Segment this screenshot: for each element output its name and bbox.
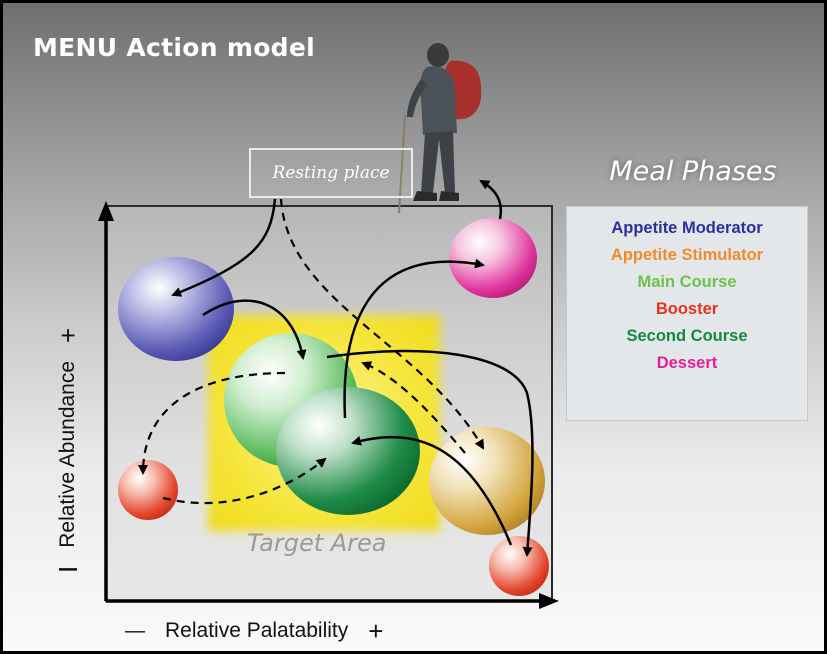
legend-item-appetite-moderator: Appetite Moderator [611,219,763,237]
legend-item-second-course: Second Course [626,327,748,345]
booster-sphere-left [118,460,178,520]
meal-phases-title: Meal Phases [609,156,777,187]
appetite-moderator-sphere [118,257,234,361]
x-axis-arrowhead [539,593,559,609]
x-axis-minus: — [125,619,145,642]
dashed-arrow-booster-to-second [162,457,327,505]
legend-item-booster: Booster [655,300,719,318]
arrow-booster-to-second [351,435,513,546]
dashed-arrow-stimulator-to-main [361,361,466,454]
resting-place-label: Resting place [272,163,390,183]
dessert-sphere [449,218,537,298]
y-axis-minus: I [52,565,83,573]
legend-item-dessert: Dessert [656,354,718,372]
resting-place-box: Resting place [249,148,413,198]
x-axis-plus: + [368,615,384,646]
appetite-stimulator-sphere [429,427,545,535]
hiker-figure-icon [398,43,482,214]
arrow-main-to-booster [326,349,534,557]
arrow-rest-to-moderator [171,198,277,297]
y-axis-arrowhead [98,201,114,221]
second-course-sphere [276,387,420,515]
legend-item-appetite-stimulator: Appetite Stimulator [610,246,764,264]
arrow-second-to-dessert [343,258,485,419]
y-axis-title: Relative Abundance [56,360,79,548]
y-axis-plus: + [52,327,83,343]
booster-sphere-right [489,536,549,596]
x-axis-title: Relative Palatability [165,619,349,642]
target-area-label: Target Area [247,529,387,557]
y-axis-label: I Relative Abundance + [53,253,83,573]
arrow-moderator-to-main [202,299,307,360]
x-axis-label: — Relative Palatability + [125,616,525,646]
dashed-arrow-main-to-booster [138,371,286,475]
legend-item-main-course: Main Course [637,273,737,291]
arrow-dessert-to-hiker [479,179,502,220]
meal-phases-legend: Appetite Moderator Appetite Stimulator M… [566,206,808,421]
menu-action-diagram [98,43,559,609]
diagram-title: MENU Action model [33,33,315,62]
